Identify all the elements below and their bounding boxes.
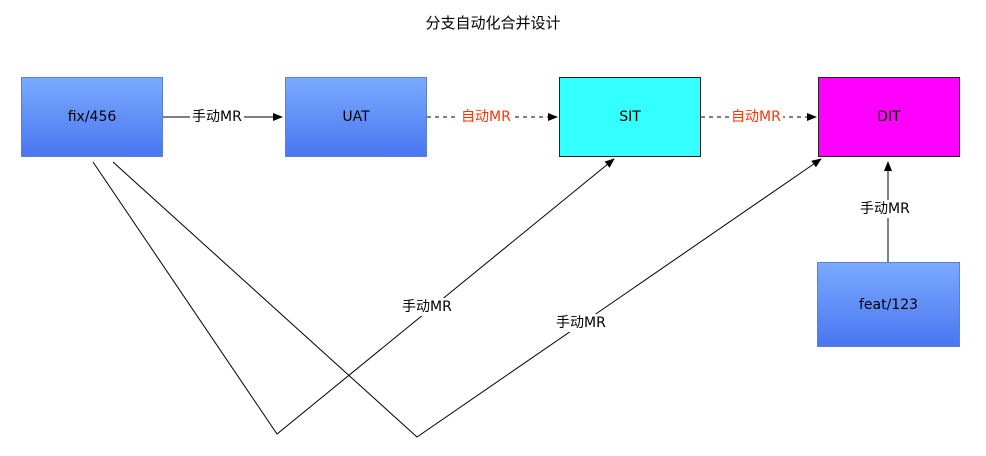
node-dit[interactable]: DIT <box>818 77 960 157</box>
node-sit[interactable]: SIT <box>559 77 701 157</box>
node-uat[interactable]: UAT <box>285 77 427 157</box>
node-fix-branch[interactable]: fix/456 <box>21 77 163 157</box>
node-feat-branch[interactable]: feat/123 <box>817 262 960 347</box>
diagram-title: 分支自动化合并设计 <box>425 14 561 32</box>
label-fix-dit: 手动MR <box>554 314 608 332</box>
edge-fix-dit <box>112 158 822 438</box>
label-fix-uat: 手动MR <box>190 108 244 126</box>
node-feat-label: feat/123 <box>858 296 919 313</box>
edge-fix-sit <box>92 158 615 435</box>
label-uat-sit: 自动MR <box>459 108 513 126</box>
label-fix-sit: 手动MR <box>400 298 454 316</box>
label-sit-dit: 自动MR <box>729 108 783 126</box>
node-uat-label: UAT <box>342 109 370 125</box>
node-sit-label: SIT <box>619 109 641 125</box>
node-dit-label: DIT <box>877 109 901 125</box>
node-fix-label: fix/456 <box>67 109 117 125</box>
label-feat-dit: 手动MR <box>858 200 912 218</box>
